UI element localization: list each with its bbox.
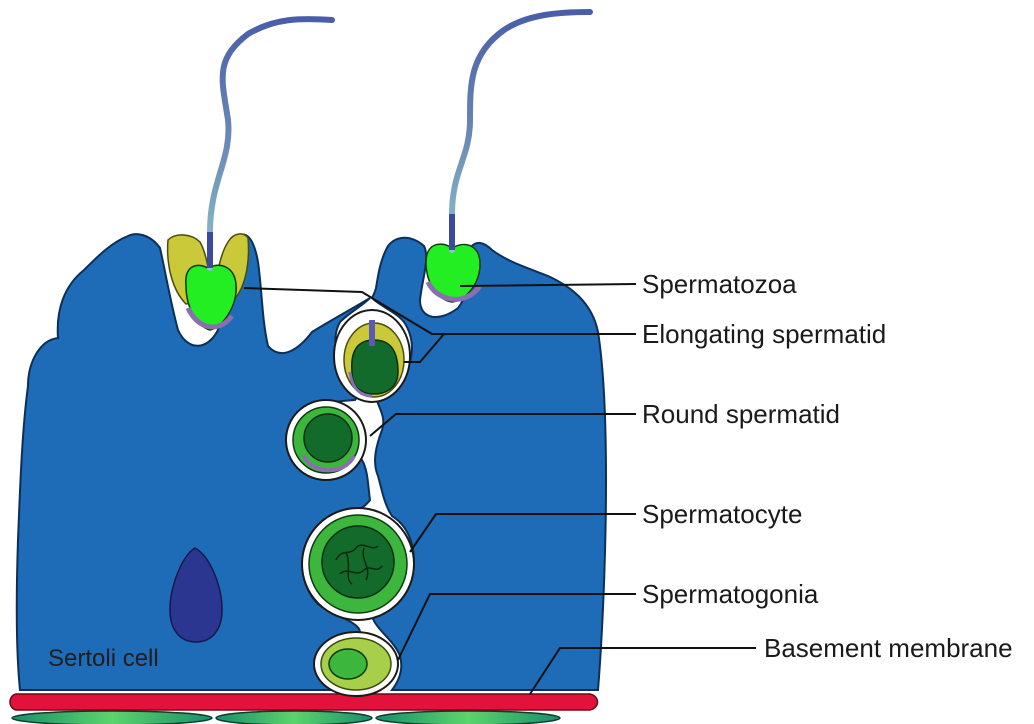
label-spermatocyte: Spermatocyte xyxy=(642,499,802,529)
label-spermatozoa: Spermatozoa xyxy=(642,269,797,299)
basement-membrane xyxy=(10,694,598,710)
round-spermatid xyxy=(286,400,366,480)
spermatogonium xyxy=(314,632,398,696)
label-spermatogonia: Spermatogonia xyxy=(642,579,819,609)
sperm-tail xyxy=(210,19,332,268)
sperm-tail xyxy=(452,12,590,250)
sertoli-cell-right xyxy=(372,238,606,690)
label-elongating-spermatid: Elongating spermatid xyxy=(642,319,886,349)
spermatocyte xyxy=(302,508,414,620)
label-sertoli-cell: Sertoli cell xyxy=(48,645,159,672)
label-round-spermatid: Round spermatid xyxy=(642,399,840,429)
peritubular-cells xyxy=(12,711,560,724)
spermatid-nucleus xyxy=(352,340,398,394)
spermatozoon-right xyxy=(426,12,590,302)
elongating-spermatid xyxy=(334,310,410,402)
label-basement-membrane: Basement membrane xyxy=(764,633,1013,663)
